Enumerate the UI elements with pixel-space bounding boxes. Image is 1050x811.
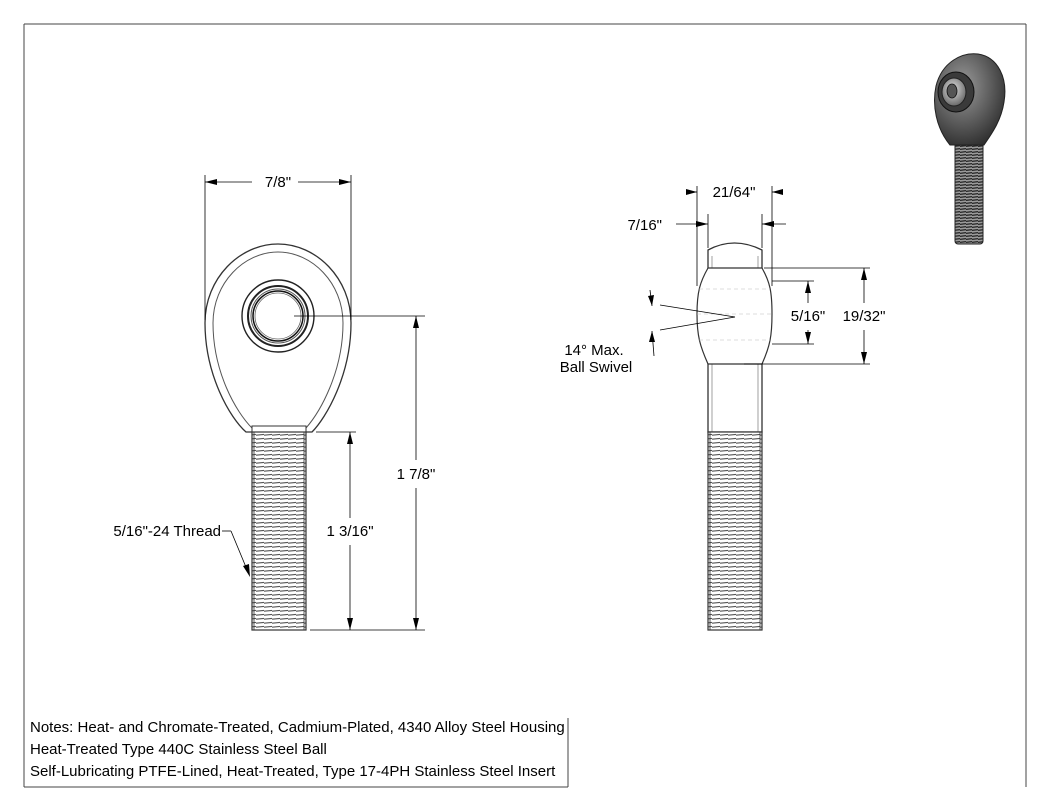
swivel-label-line1: 14° Max. bbox=[564, 342, 623, 359]
ball-width-label: 21/64" bbox=[713, 184, 756, 201]
swivel-label-line2: Ball Swivel bbox=[560, 359, 633, 376]
side-thread-shank bbox=[707, 431, 763, 631]
bore-label: 5/16" bbox=[791, 308, 826, 325]
notes-line-3: Self-Lubricating PTFE-Lined, Heat-Treate… bbox=[30, 763, 556, 780]
sheet-border bbox=[23, 23, 1027, 788]
thread-callout-label: 5/16"-24 Thread bbox=[113, 523, 221, 540]
front-width-label: 7/8" bbox=[265, 174, 291, 191]
ball-diameter-label: 19/32" bbox=[843, 308, 886, 325]
front-head-inner bbox=[212, 251, 344, 429]
side-ball bbox=[696, 267, 773, 365]
overall-length-label: 1 7/8" bbox=[397, 466, 436, 483]
front-thread-shank bbox=[251, 431, 307, 631]
thread-length-label: 1 3/16" bbox=[326, 523, 373, 540]
notes-block: Notes: Heat- and Chromate-Treated, Cadmi… bbox=[30, 717, 568, 787]
front-view: 7/8" 1 7/8" 1 3/16" 5/16"-24 Thread bbox=[113, 174, 436, 631]
body-width-label: 7/16" bbox=[627, 217, 662, 234]
notes-line-2: Heat-Treated Type 440C Stainless Steel B… bbox=[30, 741, 327, 758]
notes-line-1: Notes: Heat- and Chromate-Treated, Cadmi… bbox=[30, 719, 565, 736]
side-view: 21/64" 7/16" 5/16" 19/32" 14° Max. Ball … bbox=[560, 184, 886, 631]
rod-end-3d-icon bbox=[934, 53, 1006, 245]
